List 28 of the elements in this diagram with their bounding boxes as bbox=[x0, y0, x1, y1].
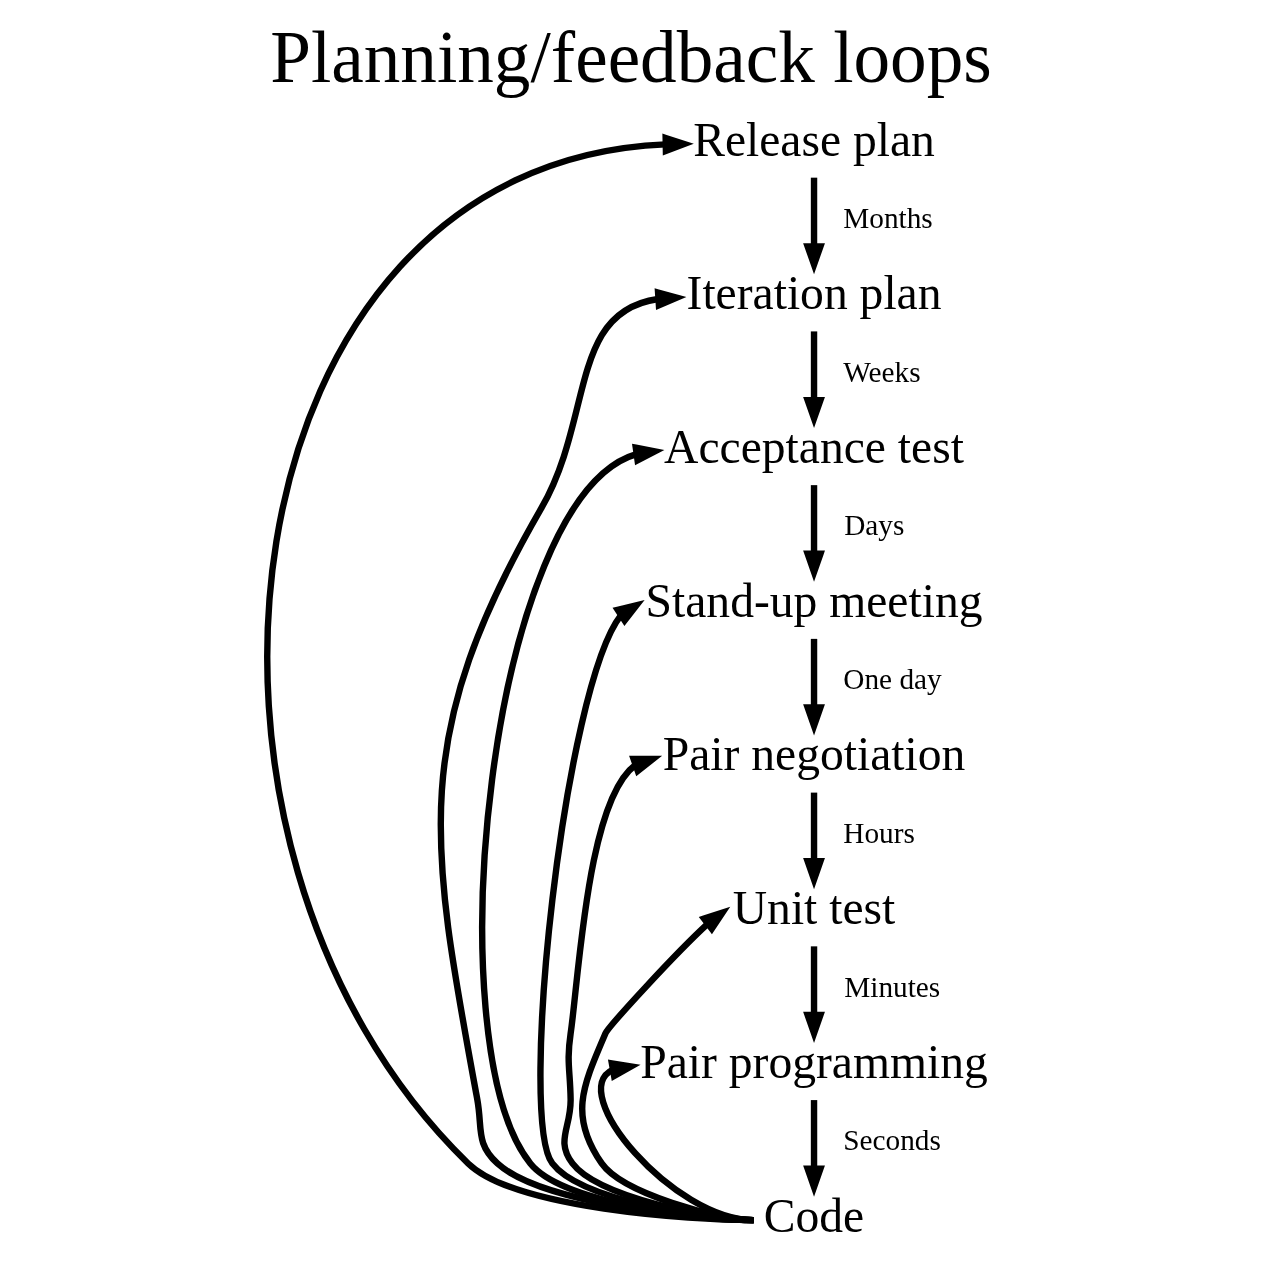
arrow bbox=[437, 288, 754, 1224]
node-text: Acceptance test bbox=[663, 421, 964, 474]
edge-label: Minutes bbox=[843, 970, 940, 1003]
arrow bbox=[802, 331, 825, 429]
node-text: Stand-up meeting bbox=[645, 574, 983, 627]
arrow bbox=[536, 599, 754, 1224]
edge-label: Seconds bbox=[842, 1124, 941, 1157]
arrow bbox=[560, 755, 754, 1224]
edge-label: Months bbox=[842, 201, 933, 234]
arrow bbox=[263, 133, 754, 1224]
arrow bbox=[478, 443, 754, 1224]
edge-label: Hours bbox=[842, 816, 915, 849]
node-text: Pair programming bbox=[639, 1035, 988, 1088]
node-text: Iteration plan bbox=[686, 267, 942, 320]
node-text: Code bbox=[763, 1189, 864, 1242]
node-text: Release plan bbox=[692, 113, 935, 166]
edge-label: Weeks bbox=[842, 355, 921, 388]
node-text: Unit test bbox=[732, 882, 895, 935]
edge-label: Days bbox=[843, 509, 904, 542]
edge-label: One day bbox=[842, 663, 942, 696]
diagram-title: Planning/feedback loops bbox=[269, 16, 992, 98]
node-text: Pair negotiation bbox=[662, 728, 965, 781]
arrow bbox=[802, 177, 825, 275]
arrow bbox=[802, 792, 825, 890]
arrow bbox=[802, 638, 825, 736]
arrow bbox=[597, 1059, 754, 1224]
arrow bbox=[578, 906, 754, 1224]
arrow bbox=[802, 946, 825, 1044]
